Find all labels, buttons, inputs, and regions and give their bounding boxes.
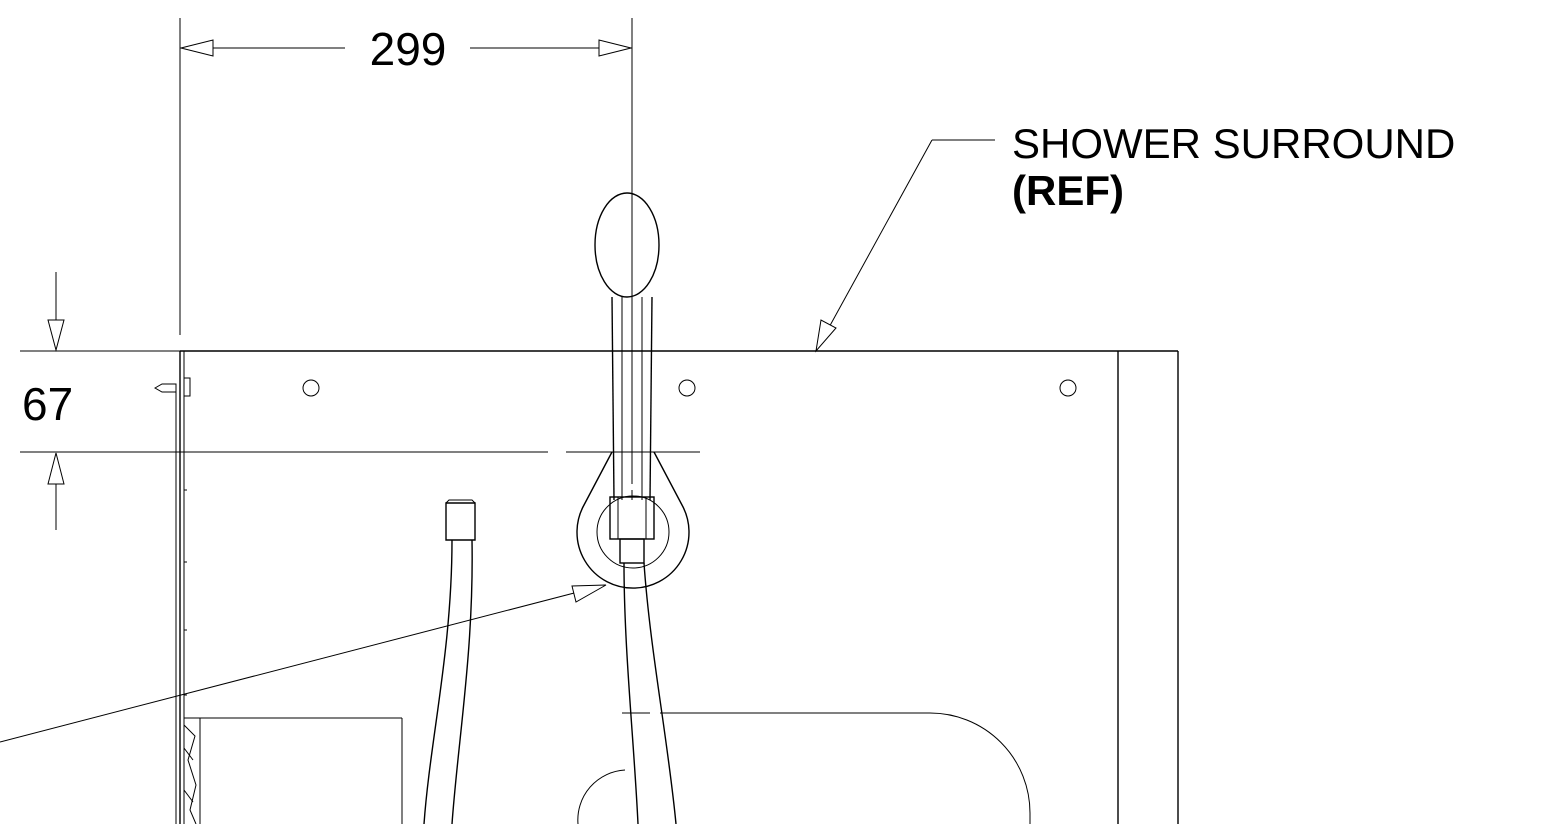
surround-leader: SHOWER SURROUND (REF) (815, 120, 1455, 353)
lower-left-recess (183, 717, 403, 824)
mounting-hole-left (302, 379, 320, 397)
dim-arrow-top (47, 319, 65, 352)
shower-hose (623, 562, 677, 824)
dim-arrow-right (598, 39, 632, 57)
dimension-horizontal: 299 (179, 18, 633, 480)
mounting-holes (302, 379, 1077, 397)
dimension-vertical: 67 (20, 272, 700, 530)
dim-arrow-left (180, 39, 214, 57)
shower-head (594, 192, 660, 298)
dimension-299-label: 299 (370, 23, 447, 75)
dim-arrow-bottom (47, 452, 65, 485)
dimension-67-label: 67 (22, 378, 73, 430)
mounting-hole-center (678, 379, 696, 397)
shower-surround-label: SHOWER SURROUND (1012, 120, 1455, 167)
hand-shower (594, 192, 660, 564)
shower-surround-panel (153, 350, 1179, 824)
shower-bracket (576, 451, 690, 589)
shower-surround-ref-label: (REF) (1012, 167, 1124, 214)
hose-connector (423, 499, 476, 824)
bracket-leader-arrow (571, 584, 607, 603)
tub-outline (577, 712, 1031, 824)
bracket-leader (0, 584, 607, 743)
surround-leader-arrow (815, 319, 837, 353)
mounting-hole-right (1059, 379, 1077, 397)
